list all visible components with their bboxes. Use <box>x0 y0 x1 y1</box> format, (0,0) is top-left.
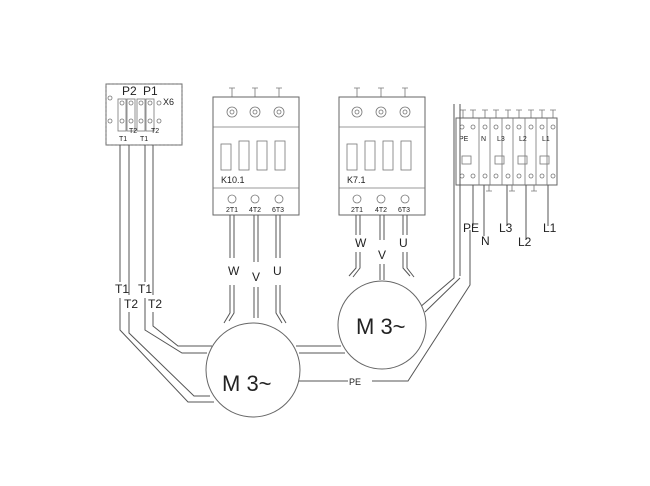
wire-label-t2-a: T2 <box>124 297 138 311</box>
strip-label-l2: L2 <box>519 136 527 143</box>
pe-label: PE <box>349 377 361 387</box>
terminal-block-x6: P2 P1 X6 T2 T2 T1 T1 <box>105 83 183 146</box>
strip-label-pe: PE <box>459 136 469 143</box>
motor-large: M 3~ <box>205 322 301 418</box>
contactor-k10-name: K10.1 <box>221 175 245 185</box>
phase-label-w-left: W <box>228 264 240 278</box>
x6-screw-terminals <box>107 95 162 132</box>
wire-label-t1-a: T1 <box>115 282 129 296</box>
strip-label-l3: L3 <box>497 136 505 143</box>
supply-wire-l3: L3 <box>499 221 513 235</box>
terminal-label-x6: X6 <box>163 97 174 107</box>
phase-label-v-left: V <box>252 270 260 284</box>
supply-wire-pe: PE <box>463 221 479 235</box>
k10-terminal-6t3: 6T3 <box>272 207 284 214</box>
strip-label-n: N <box>481 136 486 143</box>
supply-terminal-strip: PE N L3 L2 L1 <box>455 109 558 192</box>
phase-label-v-right: V <box>378 248 386 262</box>
wire-label-t2-b: T2 <box>148 297 162 311</box>
k10-terminal-2t1: 2T1 <box>226 207 238 214</box>
wires-k10-to-motor <box>223 215 287 324</box>
x6-bottom-label-t2b: T2 <box>151 128 159 135</box>
contactor-k7-name: K7.1 <box>347 175 366 185</box>
phase-label-w-right: W <box>355 236 367 250</box>
wires-motor-interconnect <box>296 104 471 382</box>
motor-small-label: M 3~ <box>356 314 406 339</box>
supply-cables <box>472 185 549 240</box>
supply-wire-n: N <box>481 234 490 248</box>
k7-terminal-6t3: 6T3 <box>398 207 410 214</box>
contactor-k7: K7.1 2T1 4T2 6T3 <box>338 87 426 216</box>
supply-wire-l1: L1 <box>543 221 557 235</box>
x6-bottom-label-t1: T1 <box>119 136 127 143</box>
phase-label-u-right: U <box>399 236 408 250</box>
wire-label-t1-b: T1 <box>138 282 152 296</box>
k10-terminal-4t2: 4T2 <box>249 207 261 214</box>
terminal-label-p1: P1 <box>143 84 158 98</box>
contactor-k10: K10.1 2T1 4T2 6T3 <box>212 87 300 216</box>
terminal-label-p2: P2 <box>122 84 137 98</box>
wires-x6-to-motor <box>119 145 214 403</box>
k7-terminal-2t1: 2T1 <box>351 207 363 214</box>
x6-bottom-label-t1b: T1 <box>140 136 148 143</box>
k7-terminal-4t2: 4T2 <box>375 207 387 214</box>
motor-small: M 3~ <box>337 280 427 370</box>
supply-wire-l2: L2 <box>518 235 532 249</box>
motor-large-label: M 3~ <box>222 371 272 396</box>
x6-bottom-label-t2: T2 <box>129 128 137 135</box>
strip-label-l1: L1 <box>542 136 550 143</box>
phase-label-u-left: U <box>273 264 282 278</box>
wires-k7-to-motor <box>348 215 415 280</box>
